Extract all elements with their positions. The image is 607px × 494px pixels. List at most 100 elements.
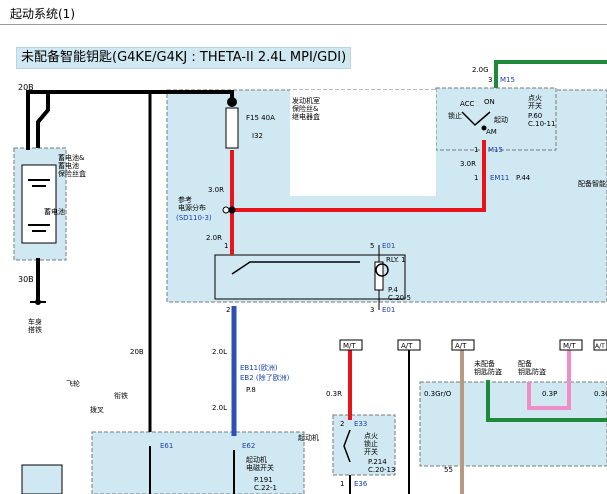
ref-power-label: 参考电源分布 — [178, 195, 206, 212]
relay-connector-label: E01 — [382, 242, 395, 250]
e33-pin-label: 2 — [340, 420, 344, 428]
ground-terminal — [35, 299, 41, 305]
at-tag-1 — [397, 339, 421, 351]
ref-id-label: (SD110-3) — [176, 214, 212, 222]
fuse-box-label: 发动机室保险丝&继电器盒 — [292, 96, 320, 121]
battery-label: 蓄电池 — [44, 207, 65, 216]
page-title: 起动系统(1) — [10, 7, 75, 21]
smart-key-label: 配备智能钥 — [578, 179, 607, 188]
e33-label: E33 — [354, 420, 367, 428]
wire-battery-branch — [36, 92, 50, 148]
ignition-lock-switch — [343, 429, 351, 463]
relay-contact — [231, 261, 360, 275]
starter-panel — [91, 431, 305, 494]
ign-wire-top-label: 2.0G — [472, 66, 489, 74]
connector-e61-label: E61 — [160, 442, 173, 450]
solenoid-ref-label: C.22-1 — [254, 484, 277, 492]
relay-name-label: RLY. 1 — [386, 256, 406, 264]
e36-label: E36 — [354, 480, 368, 488]
pin-2-label: 2 — [226, 306, 230, 314]
wire-2r-label: 2.0R — [206, 234, 222, 242]
ign-pos-am: AM — [486, 128, 497, 136]
ring-label: 衔铁 — [114, 391, 128, 400]
wire-3r-label: 3.0R — [208, 186, 224, 194]
wire-30b-label: 30B — [18, 275, 34, 284]
ground-label: 车身搭铁 — [28, 317, 42, 334]
ign-lock-ref-label: C.20-13 — [368, 466, 395, 474]
wire-20l-b-label: 2.0L — [212, 404, 227, 412]
solenoid-page-label: P.191 — [254, 476, 273, 484]
ign-lock-label: 点火锁止开关 — [364, 432, 378, 456]
em-pin-label: 1 — [474, 174, 478, 182]
fuse-top-terminal — [227, 97, 237, 107]
wire-green-lower — [486, 380, 607, 422]
wire-battery-top — [26, 90, 234, 150]
at-label-1: A/T — [401, 342, 413, 350]
solenoid-label: 起动机电磁开关 — [246, 455, 274, 472]
junction-ref — [222, 206, 230, 214]
ign-pos-start: 起动 — [494, 115, 508, 124]
at-label-2: A/T — [455, 342, 467, 350]
ign-pin-top-label: 3 — [488, 76, 492, 84]
em-connector-label: EM11 — [490, 174, 509, 182]
pinion-label: 拨叉 — [90, 405, 104, 414]
wire-20b-top-label: 20B — [18, 83, 34, 92]
fuse-id-label: I32 — [252, 132, 263, 140]
relay-page-label: P.4 — [388, 286, 398, 294]
at-tag-2 — [451, 339, 475, 351]
relay-icon — [375, 263, 389, 277]
wire-green-top — [494, 60, 607, 88]
wire-red-main — [232, 150, 486, 212]
ign-connector-bottom-label: M15 — [488, 146, 503, 154]
wire-03r-label: 0.3R — [326, 390, 342, 398]
fuse-rating-label: F15 40A — [246, 114, 275, 122]
no-smart-label: 未配备钥匙防盗 — [474, 359, 502, 376]
mt-tag-1 — [339, 339, 363, 351]
wire-20b-lower-label: 20B — [130, 348, 144, 356]
ign-page-label: P.60 — [528, 112, 542, 120]
page-p8-label: P.8 — [246, 386, 256, 394]
ign-connector-top-label: M15 — [500, 76, 515, 84]
e36-pin-label: 1 — [340, 480, 344, 488]
fuse-panel-cutout — [290, 90, 436, 196]
connector-eb2-label: EB2 (除了欧洲) — [240, 373, 290, 382]
diagram-subtitle: 未配备智能钥匙(G4KE/G4KJ : THETA-II 2.4L MPI/GD… — [16, 47, 352, 69]
pin-3-connector-label: E01 — [382, 306, 395, 314]
flywheel-label: 飞轮 — [66, 379, 80, 388]
ign-ref-label: C.10-11 — [528, 120, 555, 128]
wire-pink — [527, 348, 571, 410]
pin-3-label: 3 — [370, 306, 374, 314]
ign-pos-on: ON — [484, 98, 495, 106]
wire-20l-a-label: 2.0L — [212, 348, 227, 356]
at-label-3: A/T — [595, 343, 605, 350]
relay-ref-label: C.20-5 — [388, 294, 411, 302]
ign-switch-label: 点火开关 — [528, 94, 542, 110]
connector-e62-label: E62 — [242, 442, 255, 450]
connector-eb11-label: EB11(欧洲) — [240, 363, 278, 372]
with-smart-label: 配备钥匙防盗 — [518, 359, 546, 376]
fuse-body — [225, 107, 239, 149]
ign-pos-lock: 锁止 — [448, 111, 462, 120]
mt-label-2: M/T — [563, 342, 576, 350]
ign-lock-page-label: P.214 — [368, 458, 387, 466]
pin-5-label: 5 — [370, 242, 374, 250]
mt-label-1: M/T — [343, 342, 356, 350]
starter-label: 起动机 — [298, 433, 319, 442]
ignition-lock-panel — [332, 414, 396, 476]
ign-wire-3r-label: 3.0R — [460, 160, 476, 168]
header-bar: 起动系统(1) — [0, 0, 607, 25]
wire-03g-label: 0.3G — [594, 390, 607, 398]
battery-box-label: 蓄电池&蓄电池保险丝盒 — [58, 153, 86, 178]
junction-dot — [228, 206, 236, 214]
pin-1-label: 1 — [224, 242, 228, 250]
pin-55-label: 55 — [444, 466, 453, 474]
right-lower-panel — [419, 381, 607, 467]
wire-03p-label: 0.3P — [542, 390, 557, 398]
ign-pos-acc: ACC — [460, 100, 475, 108]
ign-pin-bottom-label: 1 — [474, 146, 478, 154]
wire-03gro-label: 0.3Gr/O — [424, 390, 452, 398]
at-tag-3 — [593, 339, 607, 351]
bottom-left-box — [21, 464, 63, 494]
ignition-pivot — [481, 125, 487, 131]
